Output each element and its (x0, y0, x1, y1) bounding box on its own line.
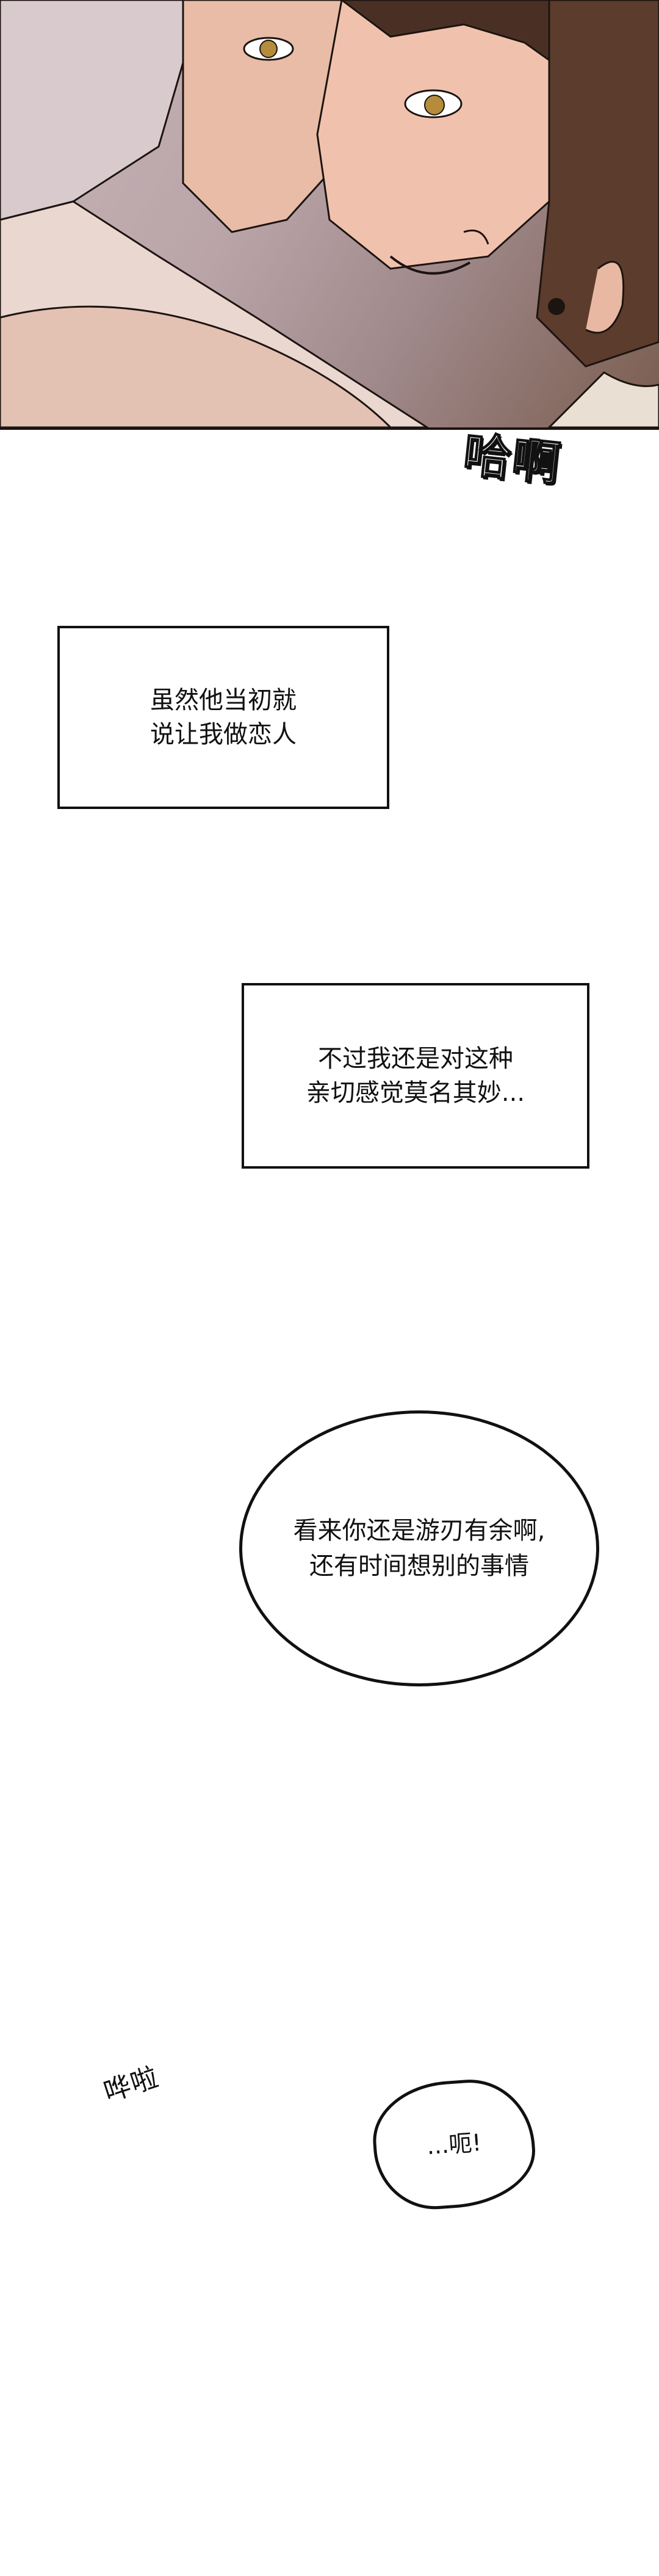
speech-bubble-line-2: 还有时间想别的事情 (309, 1552, 529, 1580)
caption-2-line-2: 亲切感觉莫名其妙... (306, 1079, 525, 1107)
speech-bubble-line-1: 看来你还是游刃有余啊, (293, 1517, 546, 1545)
speech-bubble-oval: 看来你还是游刃有余啊, 还有时间想别的事情 (239, 1410, 599, 1686)
speech-bubble-small: ...呃! (369, 2075, 539, 2213)
caption-1-line-1: 虽然他当初就 (150, 686, 297, 714)
sfx-rustle: 哗啦 (99, 2061, 164, 2108)
caption-2-line-1: 不过我还是对这种 (318, 1045, 513, 1073)
sleeping-man-illustration (0, 0, 659, 427)
caption-1-line-2: 说让我做恋人 (150, 720, 297, 749)
sfx-haah: 哈啊 (460, 427, 564, 493)
speech-bubble-small-text: ...呃! (425, 2128, 483, 2160)
narration-caption-2: 不过我还是对这种 亲切感觉莫名其妙... (242, 983, 589, 1169)
comic-art-panel (0, 0, 659, 430)
narration-caption-1: 虽然他当初就 说让我做恋人 (57, 626, 389, 809)
